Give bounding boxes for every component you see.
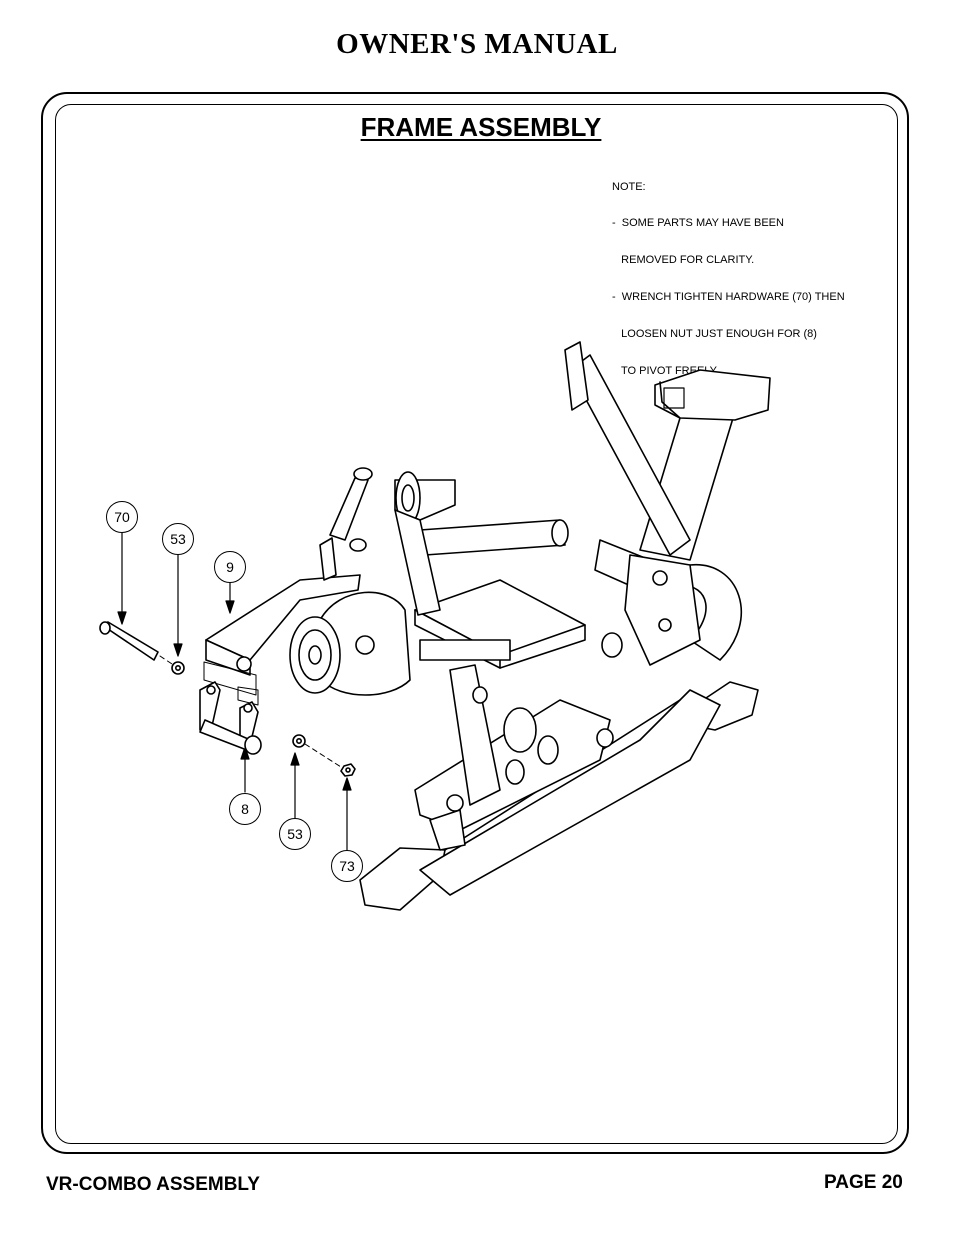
note-line: LOOSEN NUT JUST ENOUGH FOR (8) xyxy=(612,328,817,341)
swing-arm-9 xyxy=(203,574,361,706)
callout-9: 9 xyxy=(214,551,246,583)
outer-border xyxy=(41,92,909,1154)
callout-53: 53 xyxy=(279,818,311,850)
main-frame xyxy=(289,341,771,911)
callout-73: 73 xyxy=(331,850,363,882)
assembly-note: NOTE: - SOME PARTS MAY HAVE BEEN REMOVED… xyxy=(612,156,845,390)
callout-8: 8 xyxy=(229,793,261,825)
pivot-bracket-8 xyxy=(199,681,262,755)
bolt-70 xyxy=(99,621,159,661)
footer-assembly-name: VR-COMBO ASSEMBLY xyxy=(46,1174,260,1195)
callout-53: 53 xyxy=(162,523,194,555)
note-line: - WRENCH TIGHTEN HARDWARE (70) THEN xyxy=(612,291,845,304)
note-line: - SOME PARTS MAY HAVE BEEN xyxy=(612,217,784,230)
note-line: NOTE: xyxy=(612,180,646,193)
manual-title: OWNER'S MANUAL xyxy=(336,28,618,60)
inner-border xyxy=(55,104,898,1144)
note-line: REMOVED FOR CLARITY. xyxy=(612,254,755,267)
leader-lines xyxy=(117,532,352,851)
section-title: FRAME ASSEMBLY xyxy=(360,112,602,142)
callout-70: 70 xyxy=(106,501,138,533)
page-number: PAGE 20 xyxy=(824,1172,903,1193)
